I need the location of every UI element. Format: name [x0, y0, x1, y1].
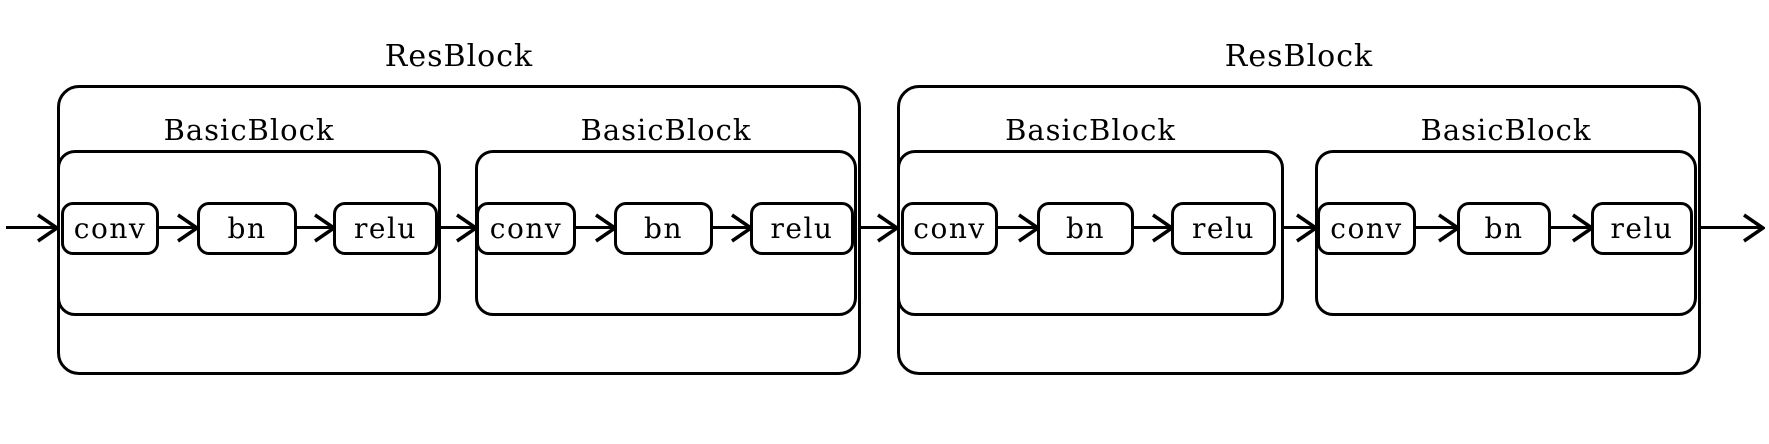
- arrowhead-icon: [731, 213, 753, 243]
- arrow-shaft: [297, 226, 331, 229]
- resblock-to-resblock-arrow: [859, 212, 899, 244]
- output-arrow: [1700, 212, 1765, 244]
- resblock-2-basicblock-2-bn-node: bn: [1457, 202, 1551, 255]
- bn-to-relu-arrow: [297, 212, 336, 244]
- arrow-shaft: [998, 226, 1035, 229]
- arrow-shaft: [159, 226, 194, 229]
- arrowhead-icon: [1743, 213, 1765, 243]
- basicblock-to-basicblock-arrow: [439, 212, 478, 244]
- resblock-1-basicblock-1-bn-node: bn: [197, 202, 297, 255]
- resblock-1-basicblock-2-conv-node: conv: [476, 202, 576, 255]
- resblock-1-basicblock-1-box: [57, 150, 441, 316]
- arrowhead-icon: [877, 213, 899, 243]
- resblock-2-basicblock-1-relu-node: relu: [1171, 202, 1276, 255]
- conv-to-bn-arrow: [159, 212, 199, 244]
- arrowhead-icon: [595, 213, 617, 243]
- arrowhead-icon: [314, 213, 336, 243]
- bn-to-relu-arrow: [713, 212, 753, 244]
- arrow-shaft: [713, 226, 748, 229]
- arrow-shaft: [1284, 226, 1313, 229]
- arrowhead-icon: [1572, 213, 1594, 243]
- resblock-1-basicblock-2-relu-node: relu: [750, 202, 854, 255]
- arrowhead-icon: [1018, 213, 1040, 243]
- resblock-1-basicblock-2-label: BasicBlock: [580, 113, 752, 147]
- resblock-1-basicblock-1-relu-node: relu: [333, 202, 438, 255]
- arrowhead-icon: [1152, 213, 1174, 243]
- conv-to-bn-arrow: [1416, 212, 1460, 244]
- arrowhead-icon: [37, 213, 59, 243]
- conv-to-bn-arrow: [998, 212, 1040, 244]
- resblock-2-basicblock-2-box: [1315, 150, 1697, 316]
- arrowhead-icon: [177, 213, 199, 243]
- conv-to-bn-arrow: [576, 212, 617, 244]
- resblock-1-basicblock-1-conv-node: conv: [61, 202, 159, 255]
- arrow-shaft: [1551, 226, 1589, 229]
- resblock-2-basicblock-1-conv-node: conv: [901, 202, 998, 255]
- arrowhead-icon: [456, 213, 478, 243]
- resblock-2-basicblock-1-label: BasicBlock: [1005, 113, 1176, 147]
- input-arrow: [6, 212, 59, 244]
- arrowhead-icon: [1296, 213, 1318, 243]
- bn-to-relu-arrow: [1551, 212, 1594, 244]
- resblock-1-basicblock-1-label: BasicBlock: [163, 113, 335, 147]
- resblock-2-basicblock-2-relu-node: relu: [1591, 202, 1693, 255]
- resblock-1-label: ResBlock: [384, 39, 534, 74]
- resblock-2-basicblock-1-box: [897, 150, 1284, 316]
- resblock-1-basicblock-2-bn-node: bn: [614, 202, 713, 255]
- arrow-shaft: [1134, 226, 1169, 229]
- basicblock-to-basicblock-arrow: [1284, 212, 1318, 244]
- resblock-2-label: ResBlock: [1224, 39, 1374, 74]
- arrow-shaft: [1700, 226, 1760, 229]
- bn-to-relu-arrow: [1134, 212, 1174, 244]
- arrow-shaft: [859, 226, 894, 229]
- resblock-2-basicblock-1-bn-node: bn: [1037, 202, 1134, 255]
- resblock-2-basicblock-2-label: BasicBlock: [1420, 113, 1592, 147]
- arrow-shaft: [576, 226, 612, 229]
- resblock-2-basicblock-2-conv-node: conv: [1317, 202, 1416, 255]
- arrow-shaft: [439, 226, 473, 229]
- arrow-shaft: [6, 226, 54, 229]
- arrow-shaft: [1416, 226, 1455, 229]
- arrowhead-icon: [1438, 213, 1460, 243]
